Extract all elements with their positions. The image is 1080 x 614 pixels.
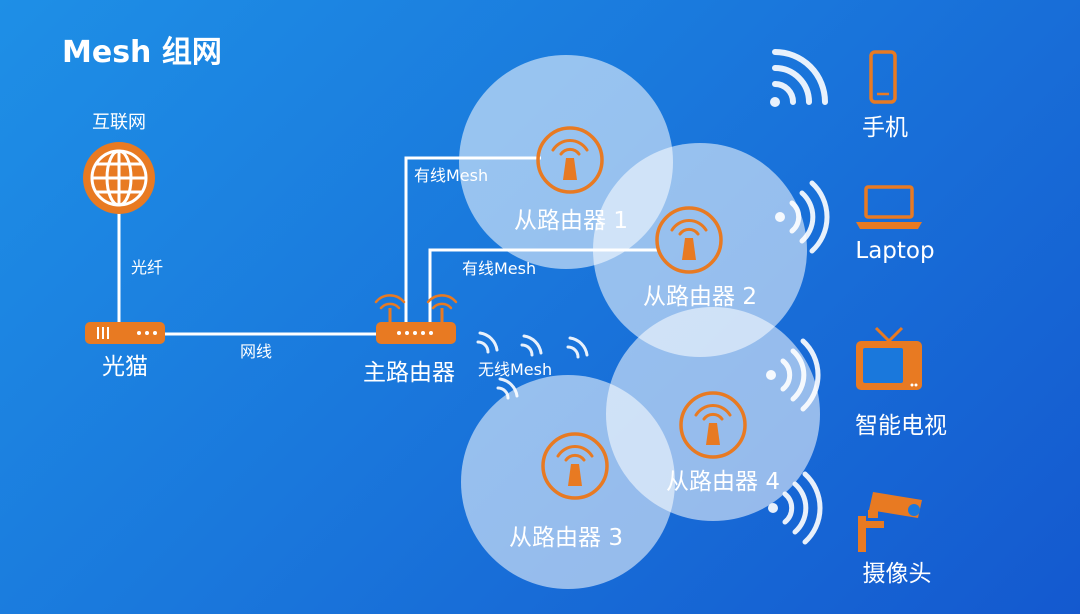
sub-router-2-label: 从路由器 2 [643,284,757,310]
tv-icon [856,326,922,390]
camera-icon [858,492,922,552]
router-icon [374,294,458,344]
sub-router-4-label: 从路由器 4 [666,469,780,495]
globe-icon [83,142,155,214]
ethernet-label: 网线 [240,342,272,361]
tv-label: 智能电视 [855,413,947,439]
fiber-label: 光纤 [131,258,163,277]
wifi-icon [775,180,830,254]
wifi-icon [770,49,828,107]
wifi-icon [768,471,823,545]
phone-label: 手机 [862,115,908,141]
phone-icon [869,50,897,104]
wired-mesh-label-1: 有线Mesh [414,166,488,185]
wifi-icon [766,338,821,412]
sub-router-3-label: 从路由器 3 [509,525,623,551]
laptop-label: Laptop [855,238,934,264]
internet-label: 互联网 [92,112,146,133]
page-title: Mesh 组网 [62,35,222,70]
modem-label: 光猫 [102,354,148,380]
ap-icon [655,206,723,274]
sub-router-1-label: 从路由器 1 [514,208,628,234]
wireless-mesh-label: 无线Mesh [478,360,552,379]
laptop-icon [856,185,922,229]
ap-icon [679,391,747,459]
wired-mesh-line-1 [404,156,541,322]
wired-mesh-label-2: 有线Mesh [462,259,536,278]
wifi-icon [476,331,589,400]
coverage-bubble-2 [593,143,807,357]
main-router-label: 主路由器 [363,360,455,386]
modem-icon [85,322,165,344]
ap-icon [541,432,609,500]
ap-icon [536,126,604,194]
camera-label: 摄像头 [863,561,932,587]
wired-mesh-line-2 [428,248,660,322]
